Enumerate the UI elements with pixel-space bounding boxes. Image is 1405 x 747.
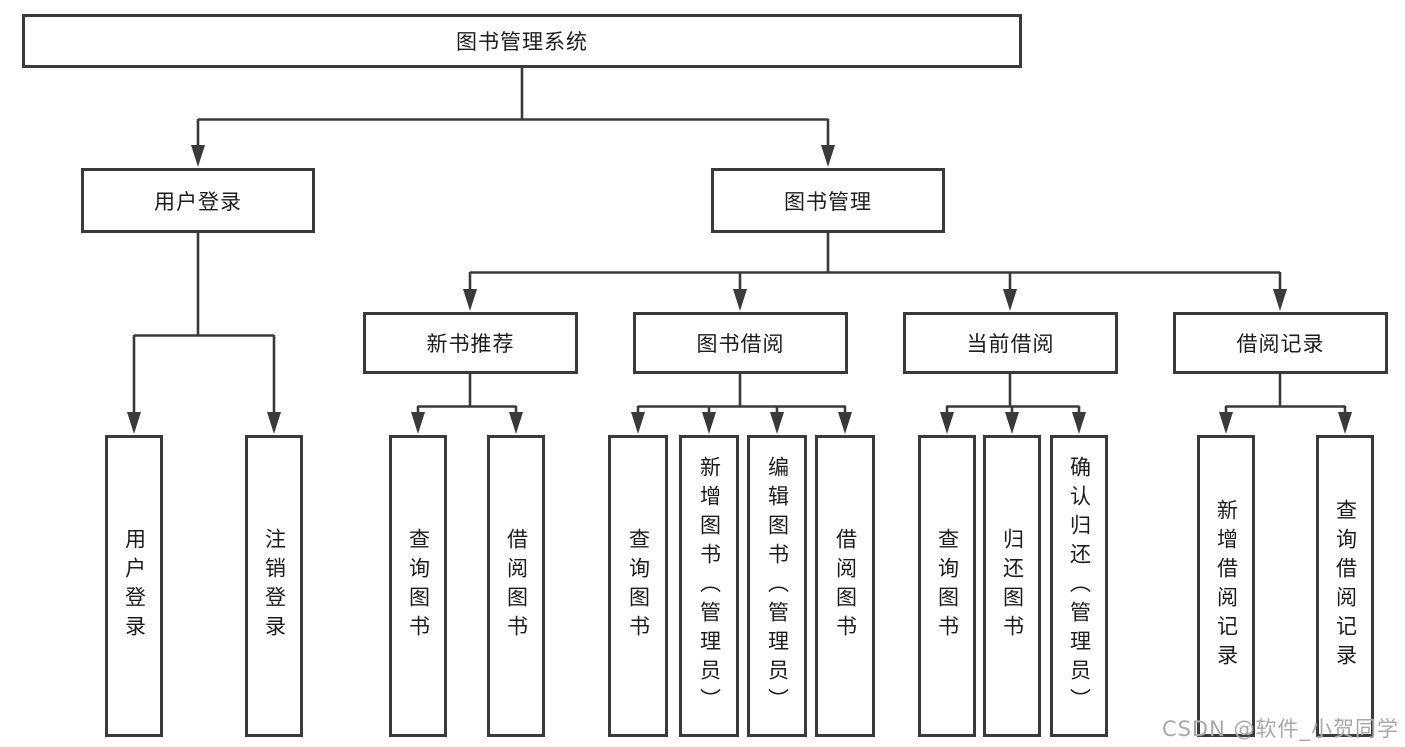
leaf-add-borrow-record: 新增借阅记录 <box>1197 435 1255 737</box>
node-current-borrowing: 当前借阅 <box>903 312 1118 374</box>
node-label: 用户登录 <box>122 528 147 644</box>
node-label: 查询图书 <box>935 528 960 644</box>
node-label: 归还图书 <box>1000 528 1025 644</box>
node-label: 图书借阅 <box>696 332 785 356</box>
node-label: 新书推荐 <box>426 332 515 356</box>
node-new-book-recommend: 新书推荐 <box>363 312 578 374</box>
node-label: 查询图书 <box>406 528 431 644</box>
leaf-borrow-books-borrowing: 借阅图书 <box>815 435 875 737</box>
leaf-edit-books-admin: 编辑图书（管理员） <box>747 435 807 737</box>
node-label: 注销登录 <box>262 528 287 644</box>
node-label: 图书管理系统 <box>456 30 588 54</box>
node-label: 查询图书 <box>626 528 651 644</box>
node-label: 当前借阅 <box>966 332 1055 356</box>
leaf-logout-login: 注销登录 <box>245 435 303 737</box>
node-book-borrowing: 图书借阅 <box>633 312 848 374</box>
node-label: 新增借阅记录 <box>1214 499 1239 673</box>
leaf-confirm-return-admin: 确认归还（管理员） <box>1050 435 1108 737</box>
leaf-borrow-books-recommend: 借阅图书 <box>487 435 545 737</box>
leaf-user-login: 用户登录 <box>105 435 163 737</box>
node-label: 图书管理 <box>784 189 872 214</box>
leaf-add-books-admin: 新增图书（管理员） <box>679 435 739 737</box>
node-book-management: 图书管理 <box>711 168 945 233</box>
node-label: 用户登录 <box>154 189 242 214</box>
node-label: 借阅图书 <box>504 528 529 644</box>
leaf-return-books: 归还图书 <box>983 435 1041 737</box>
node-borrowing-records: 借阅记录 <box>1173 312 1388 374</box>
csdn-watermark: CSDN @软件_小贺同学 <box>1161 717 1399 741</box>
node-label: 新增图书（管理员） <box>697 455 722 717</box>
node-user-login: 用户登录 <box>81 168 315 233</box>
node-label: 查询借阅记录 <box>1333 499 1358 673</box>
leaf-query-books-borrowing: 查询图书 <box>608 435 668 737</box>
leaf-query-books-current: 查询图书 <box>918 435 976 737</box>
node-label: 确认归还（管理员） <box>1067 455 1092 717</box>
node-label: 编辑图书（管理员） <box>765 455 790 717</box>
node-label: 借阅记录 <box>1236 332 1325 356</box>
leaf-query-borrow-record: 查询借阅记录 <box>1316 435 1374 737</box>
node-label: 借阅图书 <box>833 528 858 644</box>
node-library-management-system: 图书管理系统 <box>22 14 1022 68</box>
leaf-query-books-recommend: 查询图书 <box>389 435 447 737</box>
